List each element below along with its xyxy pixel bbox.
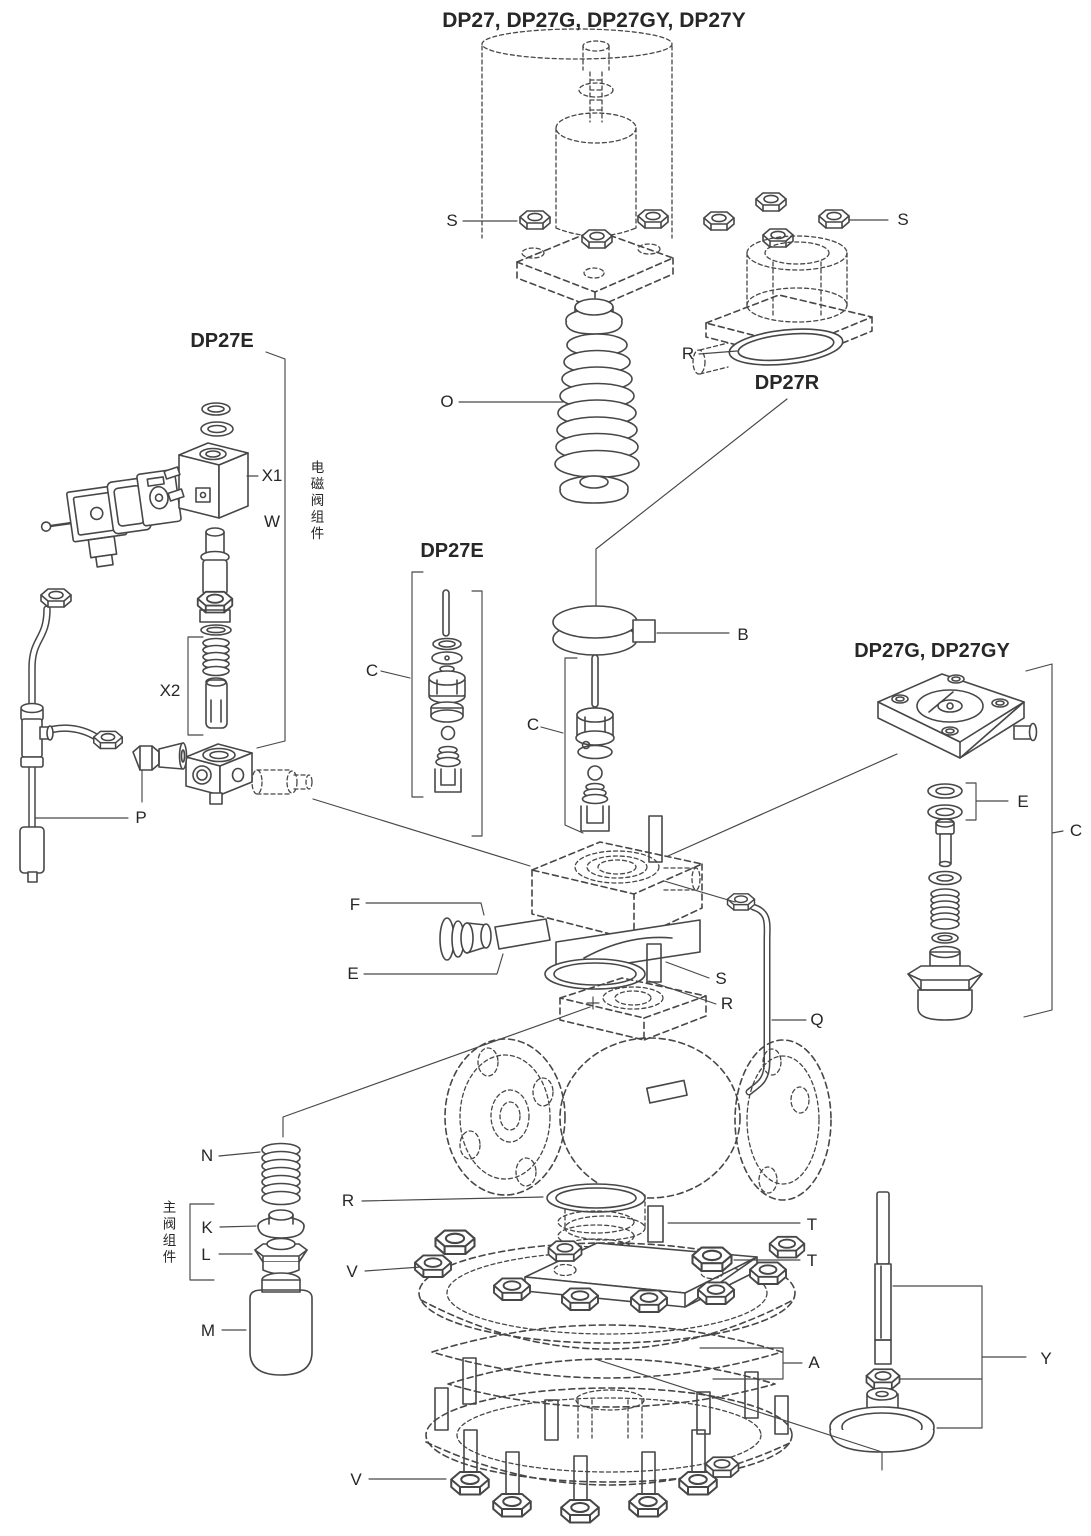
label-p-fitting: P — [135, 808, 146, 827]
dp27g-kit-parts — [907, 783, 983, 1021]
armature-plunger — [205, 677, 228, 729]
top-flange-plate-phantom — [516, 229, 674, 309]
main-gasket-ring — [546, 1183, 646, 1213]
pilot-diaphragm-disc — [552, 605, 656, 656]
main-valve-head — [257, 1209, 305, 1239]
pilot-kit-parts — [428, 589, 466, 793]
filter-plug — [439, 917, 492, 961]
label-t-stud: T — [807, 1215, 817, 1234]
solenoid-valve-body — [185, 743, 253, 805]
dp27r-gasket-ring — [728, 328, 844, 366]
transition-flange-phantom — [559, 977, 707, 1041]
label-r-main-gasket: R — [342, 1191, 354, 1210]
armature-tube — [196, 527, 234, 623]
main-valve-seat — [254, 1237, 308, 1275]
label-o-spring: O — [440, 392, 453, 411]
label-v-cover-nuts: V — [346, 1262, 358, 1281]
leader-lines — [34, 219, 1064, 1480]
heading-dp27e-pilot: DP27E — [420, 540, 483, 562]
dp27g-cover-plate — [877, 673, 1038, 759]
heading-dp27r: DP27R — [755, 372, 820, 394]
label-b-diaphragm: B — [737, 625, 748, 644]
filter-screen-mesh — [494, 918, 551, 950]
main-valve-return-spring — [261, 1142, 301, 1206]
pilot-housing-stud-top — [648, 815, 663, 863]
label-k-valve-head: K — [201, 1218, 213, 1237]
bottom-flange-phantom — [425, 1387, 793, 1486]
label-s-nuts-right: S — [897, 210, 908, 229]
valve-body-side-stud — [645, 1079, 688, 1104]
adjustment-screw-phantom — [555, 40, 637, 237]
label-r-dp27r: R — [682, 344, 694, 363]
coil-washers — [200, 402, 234, 437]
label-a-diaphragms: A — [808, 1353, 820, 1372]
external-control-pipe — [19, 588, 124, 883]
label-r-pilot-gasket: R — [721, 994, 733, 1013]
label-w-solenoid: W — [264, 512, 280, 531]
note-solenoid-assembly: 电磁阀组件 — [309, 460, 325, 543]
diaphragm-stud — [647, 1205, 664, 1243]
label-l-valve-seat: L — [201, 1245, 210, 1264]
label-y-pushrod: Y — [1040, 1349, 1051, 1368]
main-diaphragms-phantom — [431, 1324, 783, 1408]
pipe-union-fitting — [132, 742, 188, 771]
label-c-pilot-fitted: C — [527, 715, 539, 734]
din-connector-block — [136, 468, 182, 527]
spring-plate-top — [565, 298, 623, 335]
diagram-title: DP27, DP27G, DP27GY, DP27Y — [442, 9, 746, 32]
note-main-valve-assembly: 主阀组件 — [161, 1200, 177, 1266]
strainer-screen — [249, 1272, 313, 1376]
label-n-spring: N — [201, 1146, 213, 1165]
spring-plate-bottom — [559, 475, 629, 504]
label-s-stud: S — [715, 969, 726, 988]
solenoid-coil — [163, 442, 249, 519]
pilot-valve-fitted-parts — [575, 654, 615, 832]
label-x1-coil: X1 — [262, 466, 283, 485]
pressure-adjustment-spring — [554, 333, 640, 479]
main-valve-body-phantom — [444, 1037, 832, 1241]
armature-spring — [202, 637, 230, 677]
pilot-housing-stud-bottom — [646, 943, 662, 983]
heading-dp27e-solenoid: DP27E — [190, 330, 253, 352]
diaphragm-housing-flange-phantom — [418, 1242, 796, 1350]
label-c-pilot-kit: C — [366, 661, 378, 680]
pilot-gasket-ring — [544, 958, 646, 990]
label-e-filter-gasket: E — [347, 964, 358, 983]
control-tube — [726, 893, 771, 1096]
adapter-fitting-phantom — [251, 769, 313, 795]
spring-chamber-phantom — [481, 28, 673, 239]
bottom-flange-bolts — [450, 1429, 740, 1524]
armature-o-ring — [200, 624, 232, 636]
label-e-green-gaskets: E — [1017, 792, 1028, 811]
spring-housing-nuts — [519, 192, 850, 249]
heading-dp27g-dp27gy: DP27G, DP27GY — [854, 640, 1010, 662]
label-c-green-kit: C — [1070, 821, 1082, 840]
label-q-tube: Q — [810, 1010, 823, 1029]
label-s-nuts-left: S — [446, 211, 457, 230]
label-m-strainer: M — [201, 1321, 215, 1340]
label-x2-armature: X2 — [160, 681, 181, 700]
bottom-flange-studs — [434, 1357, 789, 1441]
label-t-nut: T — [807, 1251, 817, 1270]
label-v-flange-bolts: V — [350, 1470, 362, 1489]
pushrod-assembly — [829, 1191, 935, 1453]
label-f-filter: F — [350, 895, 360, 914]
